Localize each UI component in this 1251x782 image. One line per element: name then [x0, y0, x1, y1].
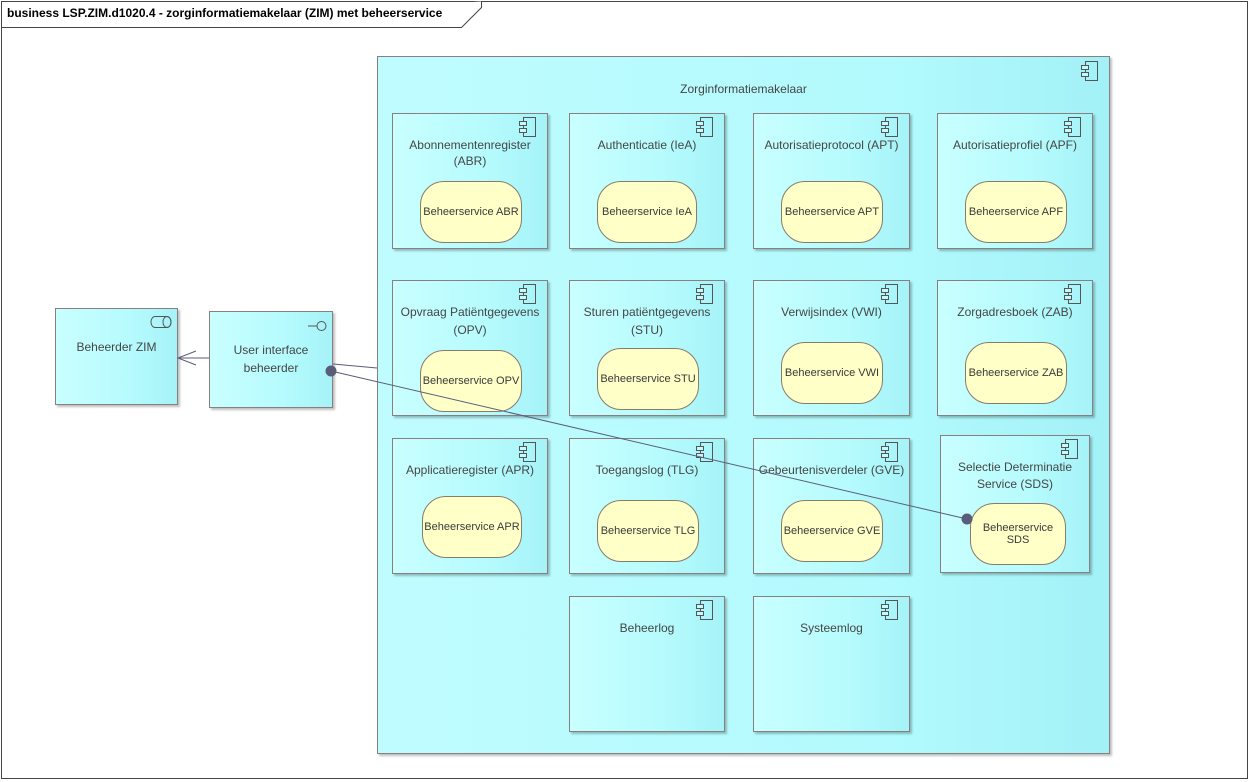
interface-icon — [308, 320, 328, 332]
title-tab-shape — [1, 1, 482, 28]
component-box[interactable]: Opvraag Patiëntgegevens (OPV) Beheerservic… — [392, 280, 548, 416]
service-node[interactable]: Beheerservice OPV — [420, 350, 522, 412]
component-box[interactable]: Beheerlog — [569, 596, 725, 732]
service-node[interactable]: Beheerservice STU — [597, 348, 699, 410]
component-label: Opvraag Patiëntgegevens — [400, 305, 540, 319]
interface-label-line2: beheerder — [243, 361, 299, 375]
service-node[interactable]: Beheerservice TLG — [597, 500, 699, 562]
component-label: Autorisatieprofiel (APF) — [952, 138, 1078, 152]
component-icon — [696, 600, 714, 620]
component-box[interactable]: Sturen patiëntgegevens (STU) Beheerservice… — [569, 280, 725, 416]
component-box[interactable]: Gebeurtenisverdeler (GVE) Beheerservice G… — [753, 438, 910, 574]
interface-label-line1: User interface — [233, 343, 309, 357]
interface-user-interface-beheerder[interactable]: User interface beheerder — [209, 311, 333, 408]
component-box[interactable]: Autorisatieprofiel (APF) Beheerservice AP… — [937, 113, 1093, 249]
component-icon — [1064, 117, 1082, 137]
component-label: Autorisatieprotocol (APT) — [764, 138, 899, 152]
component-label: Zorgadresboek (ZAB) — [957, 305, 1073, 319]
component-icon — [696, 284, 714, 304]
component-label: Systeemlog — [800, 621, 863, 635]
component-icon — [519, 442, 537, 462]
component-label: Verwijsindex (VWI) — [781, 305, 882, 319]
service-node[interactable]: Beheerservice APT — [781, 181, 883, 243]
container-label: Zorginformatiemakelaar — [680, 82, 807, 96]
service-node[interactable]: Beheerservice IeA — [597, 181, 697, 243]
component-box[interactable]: Toegangslog (TLG) Beheerservice TLG — [569, 438, 725, 574]
component-icon — [519, 284, 537, 304]
component-box[interactable]: Autorisatieprotocol (APT) Beheerservice A… — [753, 113, 910, 249]
service-node[interactable]: Beheerservice GVE — [781, 500, 883, 562]
component-icon — [881, 284, 899, 304]
component-icon — [519, 117, 537, 137]
component-icon — [1061, 439, 1079, 459]
component-label-line2: (OPV) — [453, 323, 487, 337]
actor-label: Beheerder ZIM — [76, 340, 157, 354]
component-label: Abonnementenregister (ABR) — [409, 138, 531, 168]
component-icon — [696, 442, 714, 462]
diagram-title: business LSP.ZIM.d1020.4 - zorginformati… — [7, 6, 443, 20]
component-label: Toegangslog (TLG) — [595, 463, 699, 477]
component-label: Gebeurtenisverdeler (GVE) — [758, 463, 905, 477]
component-icon — [881, 117, 899, 137]
component-box[interactable]: Verwijsindex (VWI) Beheerservice VWI — [753, 280, 910, 416]
actor-beheerder-zim[interactable]: Beheerder ZIM — [55, 308, 178, 405]
service-node[interactable]: Beheerservice VWI — [781, 342, 883, 404]
component-label-line2: (STU) — [631, 323, 663, 337]
service-node[interactable]: Beheerservice ZAB — [965, 342, 1067, 404]
component-icon — [1081, 61, 1099, 81]
component-label: Applicatieregister (APR) — [405, 463, 535, 477]
component-icon — [881, 442, 899, 462]
service-node[interactable]: Beheerservice ABR — [420, 181, 522, 243]
service-node[interactable]: Beheerservice APR — [422, 496, 522, 558]
component-label: Beheerlog — [619, 621, 675, 635]
component-box[interactable]: Systeemlog — [753, 596, 910, 732]
component-label: Sturen patiëntgegevens — [583, 305, 711, 319]
component-icon — [696, 117, 714, 137]
component-label-line2: Service (SDS) — [976, 477, 1053, 491]
component-icon — [1064, 284, 1082, 304]
component-label: Selectie Determinatie — [957, 460, 1073, 474]
component-box[interactable]: Applicatieregister (APR) Beheerservice AP… — [392, 438, 548, 574]
component-box[interactable]: Abonnementenregister (ABR) Beheerservice … — [392, 113, 548, 249]
service-node[interactable]: Beheerservice SDS — [970, 503, 1066, 565]
component-box[interactable]: Authenticatie (IeA) Beheerservice IeA — [569, 113, 725, 249]
component-box[interactable]: Zorgadresboek (ZAB) Beheerservice ZAB — [937, 280, 1093, 416]
service-node[interactable]: Beheerservice APF — [965, 181, 1067, 243]
role-icon — [150, 315, 172, 329]
component-icon — [881, 600, 899, 620]
component-label: Authenticatie (IeA) — [597, 138, 697, 152]
